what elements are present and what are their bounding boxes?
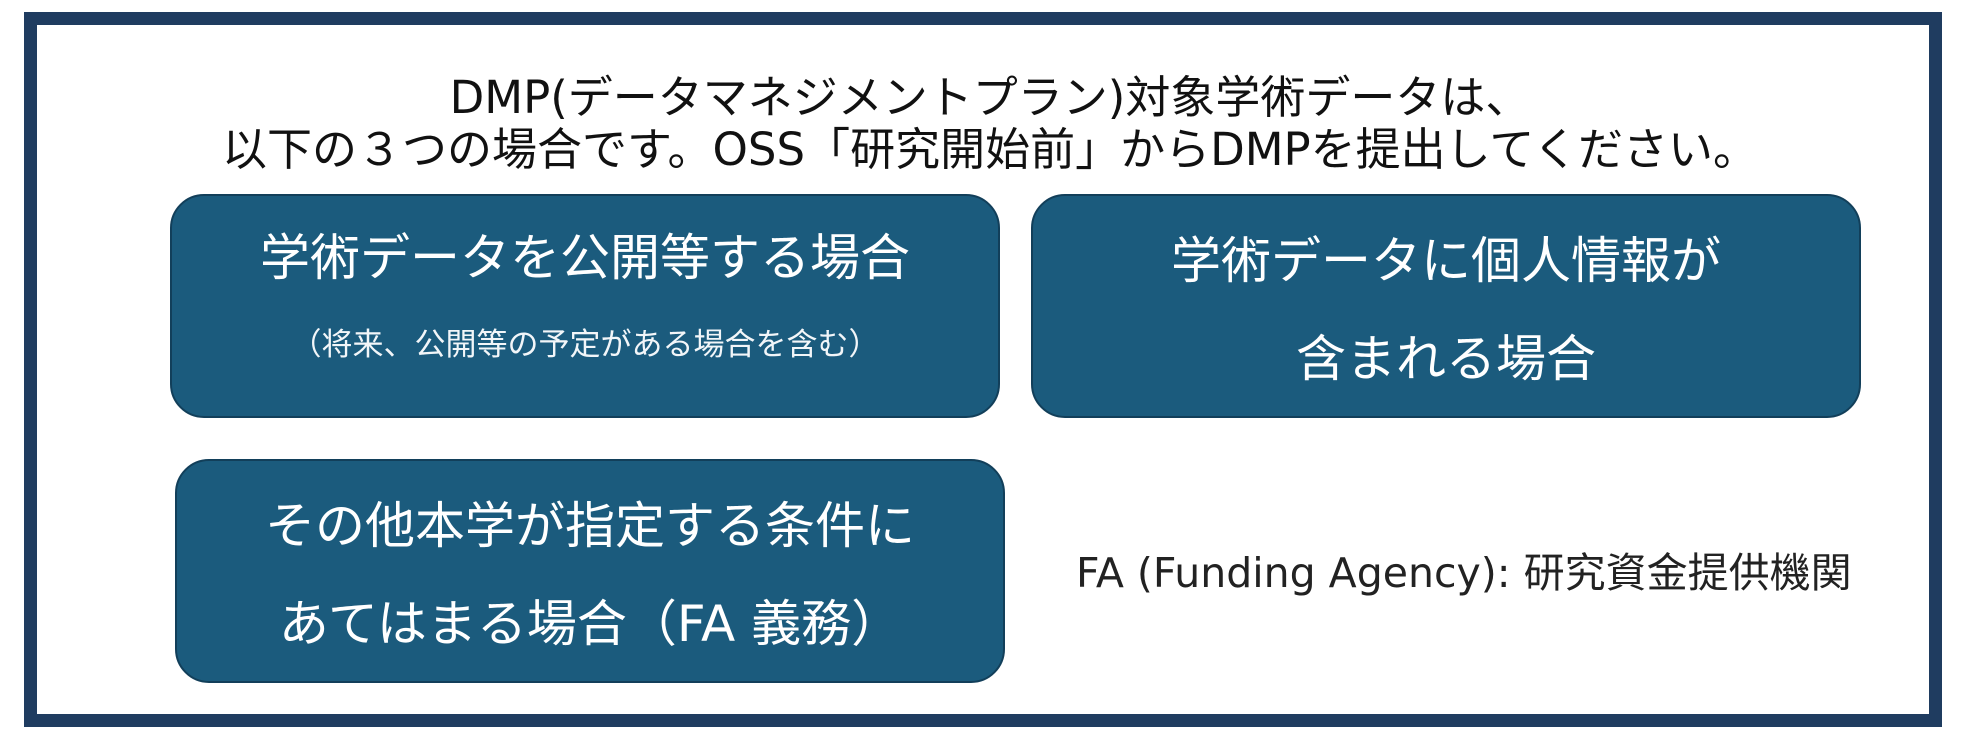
case-other-line-1: その他本学が指定する条件に	[265, 497, 915, 555]
case-box-personal-info: 学術データに個人情報が 含まれる場合	[1031, 194, 1861, 418]
fa-footnote: FA (Funding Agency): 研究資金提供機関	[1076, 549, 1852, 597]
case-other-line-2: あてはまる場合（FA 義務）	[278, 595, 902, 653]
case-box-publication: 学術データを公開等する場合 （将来、公開等の予定がある場合を含む）	[170, 194, 1000, 418]
heading-line-1: DMP(データマネジメントプラン)対象学術データは、	[449, 71, 1531, 124]
case-personal-info-line-1: 学術データに個人情報が	[1171, 232, 1721, 290]
case-box-other-conditions: その他本学が指定する条件に あてはまる場合（FA 義務）	[175, 459, 1005, 683]
case-publication-note: （将来、公開等の予定がある場合を含む）	[290, 327, 880, 363]
case-publication-title: 学術データを公開等する場合	[260, 229, 910, 287]
case-personal-info-line-2: 含まれる場合	[1296, 330, 1596, 388]
heading-line-2: 以下の３つの場合です。OSS「研究開始前」からDMPを提出してください。	[222, 123, 1758, 176]
